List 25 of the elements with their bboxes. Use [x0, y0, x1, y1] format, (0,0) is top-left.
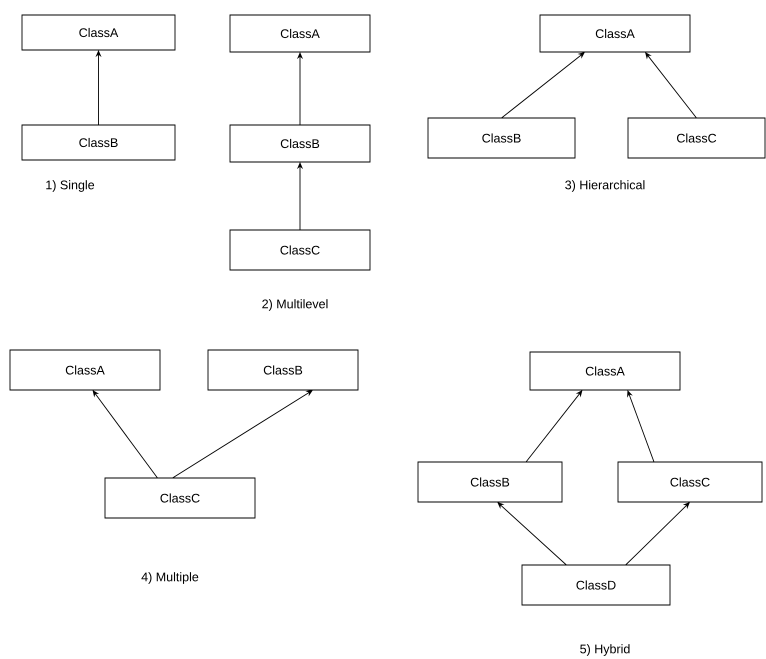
class-box: ClassC	[628, 118, 766, 158]
class-box: ClassB	[418, 462, 562, 502]
class-box: ClassB	[22, 124, 176, 160]
class-box: ClassA	[10, 350, 160, 390]
caption: 4) Multiple	[141, 572, 198, 584]
caption: 3) Hierarchical	[565, 180, 644, 192]
arrow	[645, 52, 697, 118]
arrow	[501, 52, 585, 118]
class-box: ClassC	[618, 462, 762, 502]
caption: 5) Hybrid	[580, 644, 630, 656]
arrow	[625, 502, 690, 566]
class-box: ClassA	[530, 352, 680, 390]
class-box: ClassA	[230, 14, 370, 52]
arrow	[92, 390, 158, 478]
class-box: ClassA	[540, 14, 690, 52]
class-box: ClassA	[22, 14, 176, 50]
class-box: ClassB	[428, 118, 576, 158]
class-box: ClassC	[230, 230, 370, 270]
class-box: ClassB	[208, 350, 358, 390]
class-box: ClassC	[104, 478, 256, 518]
arrow	[526, 390, 582, 462]
class-box: ClassB	[230, 124, 370, 162]
class-box: ClassD	[522, 564, 670, 606]
caption: 2) Multilevel	[262, 299, 328, 311]
caption: 1) Single	[46, 180, 94, 192]
